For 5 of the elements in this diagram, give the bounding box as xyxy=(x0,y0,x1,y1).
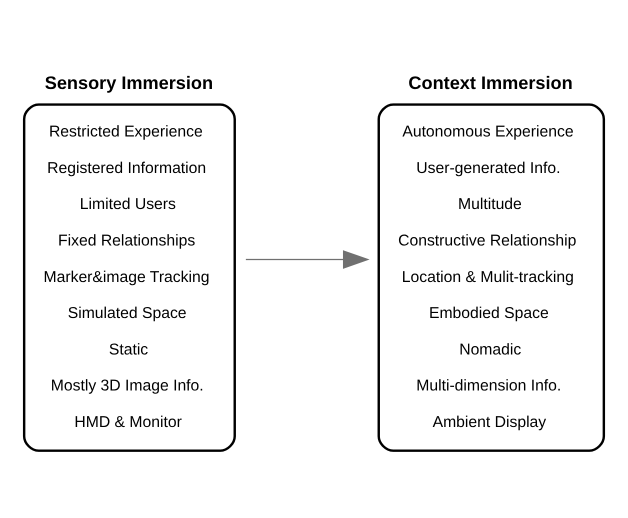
node-box: Restricted Experience Registered Information Limited Users Fixed Relationships Marker&image Tracking Simulated Space Static Mostly 3D Image Info. HMD & Monitor xyxy=(22,102,236,452)
node-label: Sensory Immersion xyxy=(44,72,214,92)
node-label: Context Immersion xyxy=(408,72,573,92)
node-box: Autonomous Experience User-generated Info. Multitude Constructive Relationship Location & Mulit-tracking Embodied Space Nomadic Multi-dimension Info. Ambient Display xyxy=(378,102,606,452)
arrow xyxy=(246,250,370,268)
